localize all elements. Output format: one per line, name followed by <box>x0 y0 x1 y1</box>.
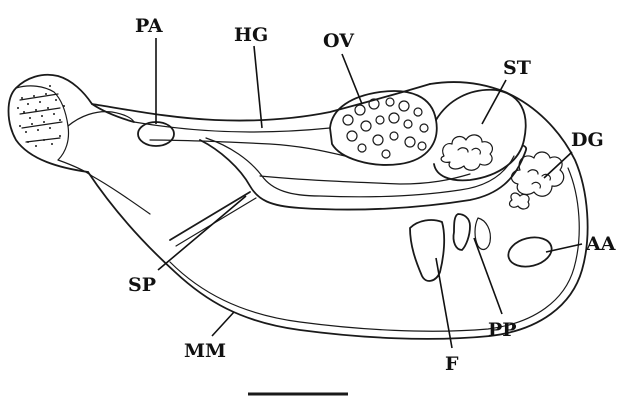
label-dg: DG <box>571 129 604 151</box>
neck-lower <box>58 160 150 214</box>
gut-connection <box>260 174 470 184</box>
label-sp: SP <box>128 274 156 296</box>
mantle-muscle-inner <box>170 168 579 331</box>
pp-structure <box>453 214 470 250</box>
label-hg: HG <box>234 24 268 46</box>
stomach-glands-2 <box>458 148 480 154</box>
head-arm-lines <box>20 94 62 142</box>
label-aa: AA <box>585 233 616 255</box>
hindgut-lower <box>150 140 345 156</box>
label-f: F <box>445 353 459 375</box>
body-outline <box>88 82 588 339</box>
stomach-glands <box>441 135 492 170</box>
label-ov: OV <box>323 30 355 52</box>
label-mm: MM <box>184 340 226 362</box>
leader-lines <box>156 38 582 348</box>
stomach-outline <box>434 90 526 181</box>
label-pp: PP <box>488 319 517 341</box>
label-pa: PA <box>135 15 163 37</box>
gut-loop-outer <box>200 140 526 210</box>
ovary-oocytes <box>343 98 428 158</box>
ovary-outline <box>330 91 437 165</box>
septum <box>170 192 250 240</box>
label-st: ST <box>503 57 531 79</box>
digestive-gland-lobes <box>510 170 551 209</box>
